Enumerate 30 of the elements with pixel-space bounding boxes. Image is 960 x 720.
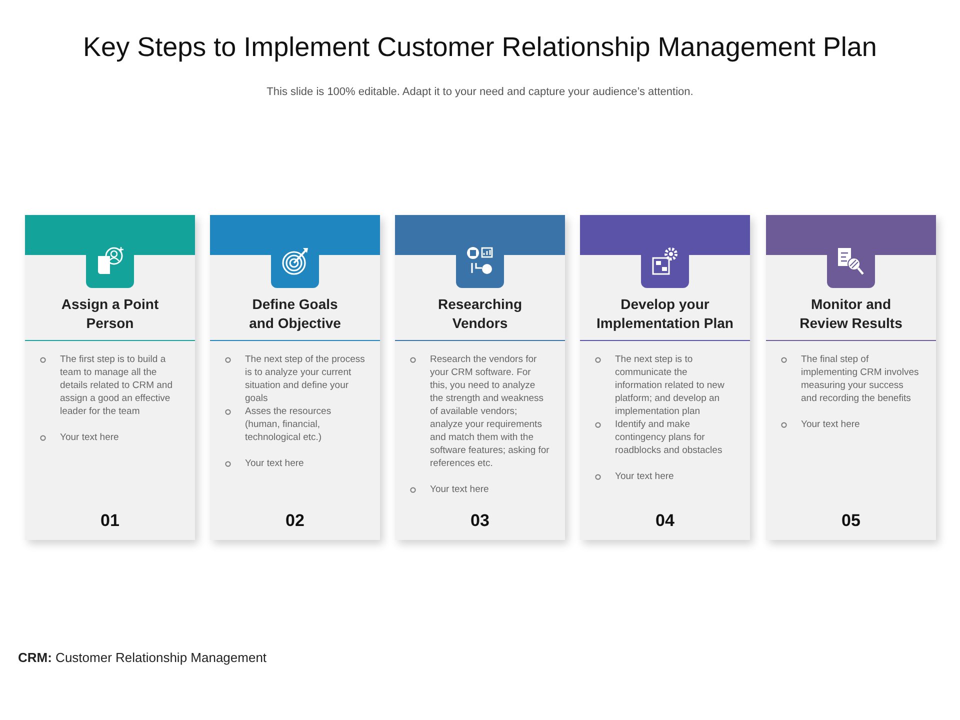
bullet-text: The final step of implementing CRM involves measuring your success and recording the benefits bbox=[780, 353, 921, 405]
step-card bbox=[580, 215, 750, 540]
bullet-text: The next step of the process is to analyze your current situation and define your goals bbox=[224, 353, 365, 405]
bullet-text: Your text here bbox=[780, 418, 921, 431]
step-heading: Develop your Implementation Plan bbox=[596, 295, 734, 333]
slide-title: Key Steps to Implement Customer Relationship Management Plan bbox=[82, 32, 878, 63]
subtitle: This slide is 100% editable. Adapt it to your need and capture your audience’s attention. bbox=[266, 86, 694, 98]
bullet-text: Asses the resources (human, financial, technological etc.) bbox=[224, 405, 365, 444]
step-card bbox=[210, 215, 380, 540]
step-card bbox=[766, 215, 936, 540]
step-number: 05 bbox=[840, 511, 862, 531]
bullet-text: Your text here bbox=[224, 457, 365, 470]
bullet-text: Identify and make contingency plans for roadblocks and obstacles bbox=[594, 418, 735, 457]
step-heading: Define Goals and Objective bbox=[248, 295, 342, 333]
bullet-text: Your text here bbox=[39, 431, 180, 444]
bullet-text: Your text here bbox=[409, 483, 550, 496]
step-heading: Assign a Point Person bbox=[60, 295, 160, 333]
step-heading: Monitor and Review Results bbox=[798, 295, 904, 333]
bullet-text: Research the vendors for your CRM software. For this, you need to analyze the strength and weakness of available vendors; analyze your requirements and match them with the software features; asking for references etc. bbox=[409, 353, 550, 470]
footnote: CRM: Customer Relationship Management bbox=[18, 650, 267, 665]
step-number: 03 bbox=[470, 511, 490, 531]
step-heading: Researching Vendors bbox=[436, 295, 524, 333]
step-number: 01 bbox=[100, 511, 120, 531]
step-card bbox=[25, 215, 195, 540]
step-card bbox=[395, 215, 565, 540]
bullet-text: Your text here bbox=[594, 470, 735, 483]
bullet-text: The first step is to build a team to manage all the details related to CRM and assign a good an effective leader for the team bbox=[39, 353, 180, 418]
bullet-text: The next step is to communicate the information related to new platform; and develop an implementation plan bbox=[594, 353, 735, 418]
step-number: 02 bbox=[284, 511, 306, 531]
step-number: 04 bbox=[654, 511, 676, 531]
